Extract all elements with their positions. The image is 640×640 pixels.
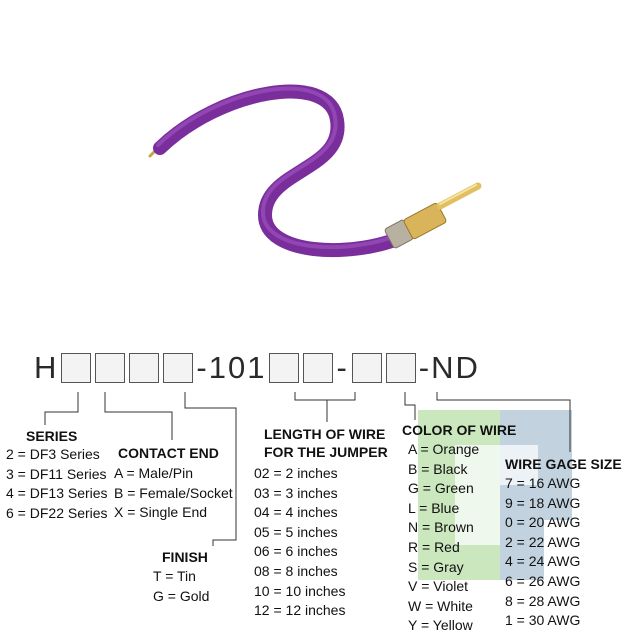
contact-end-title: CONTACT END: [118, 445, 219, 461]
list-item: V = Violet: [408, 578, 469, 595]
length-list: 02 = 2 inches 03 = 3 inches 04 = 4 inche…: [254, 464, 345, 621]
list-item: A = Male/Pin: [114, 465, 193, 481]
length-title-line1: LENGTH OF WIRE: [264, 426, 386, 442]
part-number: H -101 - -ND: [33, 348, 481, 388]
list-item: X = Single End: [114, 504, 208, 521]
color-list: A = Orange B = Black G = Green L = Blue …: [408, 440, 479, 636]
list-item: Y = Yellow: [408, 617, 473, 634]
list-item: A = Orange: [408, 441, 480, 457]
pn-gage-box: [385, 353, 416, 383]
list-item: 2 = 22 AWG: [505, 533, 581, 550]
list-item: 08 = 8 inches: [254, 562, 338, 579]
pn-prefix: H: [34, 350, 59, 385]
list-item: 12 = 12 inches: [254, 602, 346, 619]
list-item: W = White: [408, 597, 473, 614]
list-item: 06 = 6 inches: [254, 543, 338, 560]
series-title: SERIES: [26, 428, 78, 444]
list-item: 10 = 10 inches: [254, 582, 346, 599]
list-item: 9 = 18 AWG: [505, 494, 581, 511]
list-item: B = Female/Socket: [114, 484, 233, 501]
list-item: G = Gold: [153, 587, 210, 604]
list-item: N = Brown: [408, 519, 474, 536]
pn-finish-box: [163, 353, 194, 383]
list-item: 8 = 28 AWG: [505, 592, 581, 609]
list-item: 3 = DF11 Series: [6, 465, 107, 482]
jumper-wire-photo: [148, 84, 482, 257]
finish-list: T = Tin G = Gold: [153, 567, 209, 606]
list-item: 4 = 24 AWG: [505, 553, 581, 570]
pn-length-box1: [269, 353, 300, 383]
pn-contact2-box: [129, 353, 160, 383]
pn-sep: -: [336, 350, 349, 385]
list-item: G = Green: [408, 480, 474, 497]
pn-suffix: -ND: [418, 350, 480, 385]
pn-contact-box: [95, 353, 126, 383]
list-item: T = Tin: [153, 568, 196, 584]
list-item: 03 = 3 inches: [254, 484, 338, 501]
gage-list: 7 = 16 AWG 9 = 18 AWG 0 = 20 AWG 2 = 22 …: [505, 474, 580, 631]
list-item: 6 = 26 AWG: [505, 572, 581, 589]
list-item: B = Black: [408, 460, 468, 477]
pn-length-box2: [303, 353, 334, 383]
list-item: 0 = 20 AWG: [505, 514, 581, 531]
crimp-contact: [384, 182, 482, 249]
length-title-line2: FOR THE JUMPER: [264, 444, 388, 460]
gage-title: WIRE GAGE SIZE: [505, 456, 622, 472]
list-item: 6 = DF22 Series: [6, 504, 108, 521]
pn-middle: -101: [196, 350, 267, 385]
purple-wire: [153, 84, 407, 257]
series-list: 2 = DF3 Series 3 = DF11 Series 4 = DF13 …: [6, 445, 108, 523]
list-item: 1 = 30 AWG: [505, 612, 581, 629]
finish-title: FINISH: [162, 549, 208, 565]
list-item: 7 = 16 AWG: [505, 475, 581, 491]
list-item: 2 = DF3 Series: [6, 446, 100, 462]
list-item: L = Blue: [408, 499, 460, 516]
list-item: 05 = 5 inches: [254, 523, 338, 540]
contact-end-list: A = Male/Pin B = Female/Socket X = Singl…: [114, 464, 233, 523]
color-title: COLOR OF WIRE: [402, 422, 517, 438]
pn-series-box: [61, 353, 92, 383]
list-item: 02 = 2 inches: [254, 465, 338, 481]
list-item: 04 = 4 inches: [254, 504, 338, 521]
pn-color-box: [351, 353, 382, 383]
list-item: 4 = DF13 Series: [6, 485, 108, 502]
list-item: R = Red: [408, 538, 460, 555]
list-item: S = Gray: [408, 558, 464, 575]
